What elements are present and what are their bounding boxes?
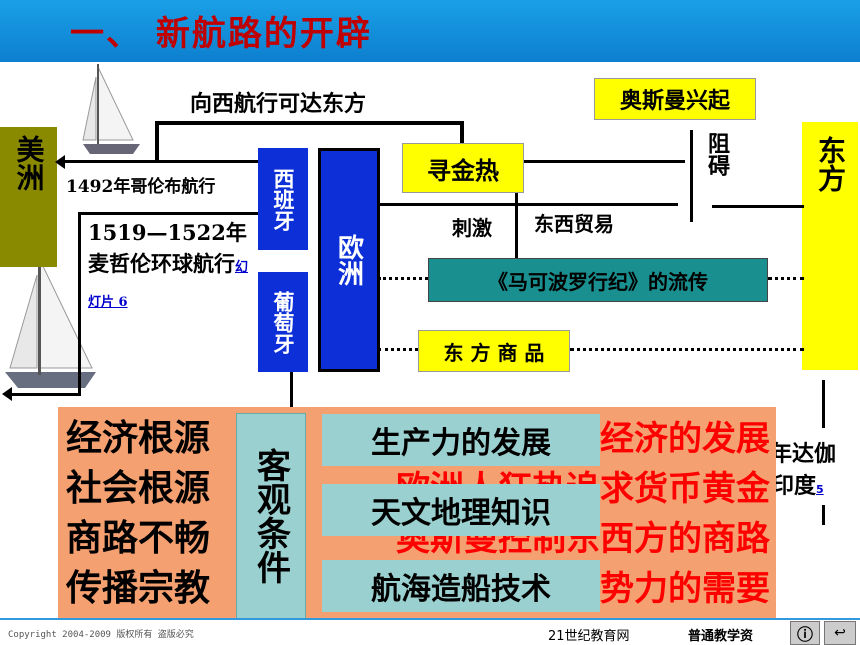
trade-label: 东西贸易 [534, 212, 614, 236]
sailboat-icon [82, 64, 140, 154]
dotted-line [570, 348, 804, 351]
econ-label: 经济根源 [66, 418, 211, 459]
arrow-head-icon [2, 387, 12, 401]
dagama-label: 年达伽 [770, 442, 837, 467]
eastern-goods-box: 东 方 商 品 [418, 330, 570, 372]
objective-item-3: 航海造船技术 [322, 560, 600, 612]
magellan-label: 1519—1522年麦哲伦环球航行幻灯片 6 [88, 217, 248, 318]
site-name: 21世纪教育网 [548, 629, 630, 644]
dotted-line [378, 348, 418, 351]
connector-line [460, 121, 464, 143]
stimulate-label: 刺激 [452, 216, 492, 240]
india-text: 印度 [772, 474, 817, 499]
info-icon[interactable]: ⓘ [790, 621, 820, 645]
trade-route-label: 商路不畅 [66, 518, 211, 559]
columbus-arrow [60, 160, 260, 163]
title-bar [0, 0, 860, 62]
dotted-line [378, 277, 428, 280]
west-route-label: 向西航行可达东方 [190, 92, 367, 117]
marco-polo-box: 《马可波罗行纪》的流传 [428, 258, 768, 302]
east-line [712, 205, 804, 208]
india-label: 印度5 [772, 468, 824, 500]
sailboat-large-icon [5, 255, 96, 388]
return-icon[interactable]: ↩ [824, 621, 856, 645]
social-label: 社会根源 [66, 468, 211, 509]
columbus-label: 1492年哥伦布航行 [66, 177, 216, 197]
europe-box: 欧洲 [318, 148, 380, 372]
portugal-box: 葡萄牙 [258, 272, 308, 372]
block-line [690, 130, 693, 222]
slide-title: 一、 新航路的开辟 [70, 14, 372, 54]
magellan-text: 1519—1522年麦哲伦环球航行 [88, 220, 247, 276]
east-box: 东方 [802, 122, 858, 370]
objective-item-2: 天文地理知识 [322, 484, 600, 536]
objective-title: 客观条件 [236, 413, 306, 619]
ottoman-box: 奥斯曼兴起 [594, 78, 756, 120]
gold-rush-box: 寻金热 [402, 143, 524, 193]
footer: Copyright 2004-2009 版权所有 盗版必究 21世纪教育网 普通… [0, 618, 860, 645]
gold-line [520, 160, 685, 163]
dotted-line [768, 277, 804, 280]
site-name-2: 普通教学资 [688, 629, 754, 644]
connector-line [822, 505, 825, 525]
america-box: 美洲 [0, 127, 57, 267]
slide-link[interactable]: 幻灯片 6 [88, 260, 249, 310]
copyright-text: Copyright 2004-2009 版权所有 盗版必究 [8, 630, 194, 640]
east-label: 东方 [814, 136, 847, 192]
block-label: 阻碍 [704, 132, 729, 176]
slide-link-2[interactable]: 5 [816, 483, 824, 496]
magellan-line [78, 212, 258, 215]
trade-line [378, 203, 678, 206]
magellan-line [10, 393, 81, 396]
objective-item-1: 生产力的发展 [322, 414, 600, 466]
stimulate-line [515, 190, 518, 258]
spain-box: 西班牙 [258, 148, 308, 250]
america-label: 美洲 [12, 135, 46, 191]
magellan-line [78, 212, 81, 394]
reasons-left: 经济根源 社会根源 商路不畅 传播宗教 [66, 414, 210, 614]
arrow-head-icon [55, 155, 65, 169]
connector-line [822, 380, 825, 428]
religion-label: 传播宗教 [66, 568, 211, 609]
europe-label: 欧洲 [333, 234, 364, 286]
connector-line [155, 121, 463, 125]
connector-line [290, 372, 293, 412]
connector-line [155, 121, 159, 163]
